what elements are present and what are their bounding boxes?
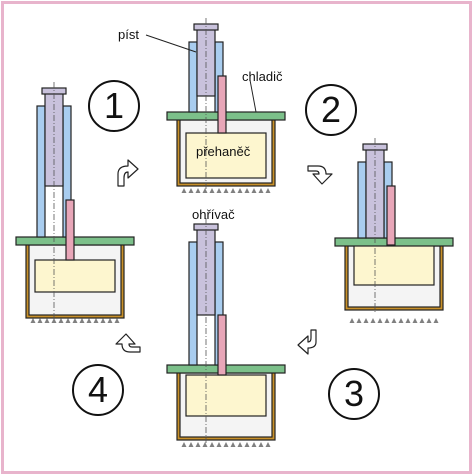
engine-1-heater-flame — [65, 318, 71, 323]
engine-1-heater-flame — [93, 318, 99, 323]
step-number-3: 3 — [328, 368, 380, 420]
engine-4-heater-flame — [209, 442, 215, 447]
engine-4-heater-flame — [181, 442, 187, 447]
engine-3-heater-flame — [433, 318, 439, 323]
cycle-arrow-1-2 — [117, 159, 139, 187]
engine-3-displacer — [353, 244, 435, 286]
engine-4-heater-flame — [216, 442, 222, 447]
engine-3-heater-flame — [398, 318, 404, 323]
engine-1-heater-flame — [51, 318, 57, 323]
engine-3-piston-sleeve-left — [357, 161, 367, 239]
cycle-arrow-2-3 — [307, 165, 333, 185]
engine-2-heater-flame — [265, 188, 271, 193]
engine-4-piston-sleeve-left — [188, 241, 198, 366]
engine-3-heater-flame — [370, 318, 376, 323]
displacer-label: přehaněč — [196, 144, 251, 159]
cooler-label: chladič — [242, 69, 283, 84]
engine-1-heater-flame — [37, 318, 43, 323]
step-number-2: 2 — [305, 84, 357, 136]
engine-4-heater-flame — [195, 442, 201, 447]
engine-2-heater-flame — [237, 188, 243, 193]
engine-2-heater-flame — [195, 188, 201, 193]
engine-2-heater-flame — [209, 188, 215, 193]
engine-2-heater-flame — [258, 188, 264, 193]
engine-4-heater-flame — [265, 442, 271, 447]
cycle-arrow-3-4 — [297, 329, 317, 355]
step-number-1: 1 — [88, 80, 140, 132]
step-number-4: 4 — [72, 364, 124, 416]
engine-1-heater-flame — [58, 318, 64, 323]
engine-1-heater-flame — [72, 318, 78, 323]
engine-2-heater-flame — [181, 188, 187, 193]
engine-4-heater-flame — [202, 442, 208, 447]
engine-1-displacer-rod — [65, 199, 75, 261]
engine-2-heater-flame — [251, 188, 257, 193]
engine-3-heater-flame — [405, 318, 411, 323]
engine-4-heater-flame — [244, 442, 250, 447]
engine-3-heater-flame — [377, 318, 383, 323]
cycle-arrow-4-1 — [115, 333, 141, 353]
engine-4-displacer-rod — [217, 314, 227, 376]
engine-2-heater-flame — [202, 188, 208, 193]
engine-3-heater-flame — [391, 318, 397, 323]
engine-1-displacer — [34, 259, 116, 293]
engine-4-heater-flame — [237, 442, 243, 447]
engine-3-heater-flame — [426, 318, 432, 323]
engine-4-heater-flame — [251, 442, 257, 447]
engine-1-heater-flame — [86, 318, 92, 323]
piston-label: píst — [118, 27, 139, 42]
engine-4-heater-flame — [188, 442, 194, 447]
engine-3-heater-flame — [349, 318, 355, 323]
engine-1-heater-flame — [44, 318, 50, 323]
engine-2-piston-sleeve-left — [188, 41, 198, 113]
piston-leader-line — [145, 34, 197, 53]
engine-3-heater-flame — [412, 318, 418, 323]
engine-4-heater-flame — [258, 442, 264, 447]
engine-1-cooler-plate — [15, 236, 135, 246]
engine-2-heater-flame — [188, 188, 194, 193]
engine-1-heater-flame — [114, 318, 120, 323]
engine-3-heater-flame — [363, 318, 369, 323]
engine-2-heater-flame — [230, 188, 236, 193]
engine-1-heater-flame — [79, 318, 85, 323]
engine-2-heater-flame — [216, 188, 222, 193]
engine-1-piston-sleeve-left — [36, 105, 46, 238]
engine-3-heater-flame — [356, 318, 362, 323]
engine-2-heater-flame — [244, 188, 250, 193]
engine-1-heater-flame — [107, 318, 113, 323]
engine-3-displacer-rod — [386, 185, 396, 246]
engine-1-heater-flame — [30, 318, 36, 323]
engine-4-displacer — [185, 374, 267, 417]
engine-4-heater-flame — [223, 442, 229, 447]
engine-2-displacer-rod — [217, 75, 227, 134]
engine-3-heater-flame — [419, 318, 425, 323]
engine-4-heater-flame — [230, 442, 236, 447]
heater-label: ohřívač — [192, 207, 235, 222]
engine-1-heater-flame — [100, 318, 106, 323]
engine-2-heater-flame — [223, 188, 229, 193]
engine-3-heater-flame — [384, 318, 390, 323]
cooler-leader-line — [249, 79, 257, 113]
